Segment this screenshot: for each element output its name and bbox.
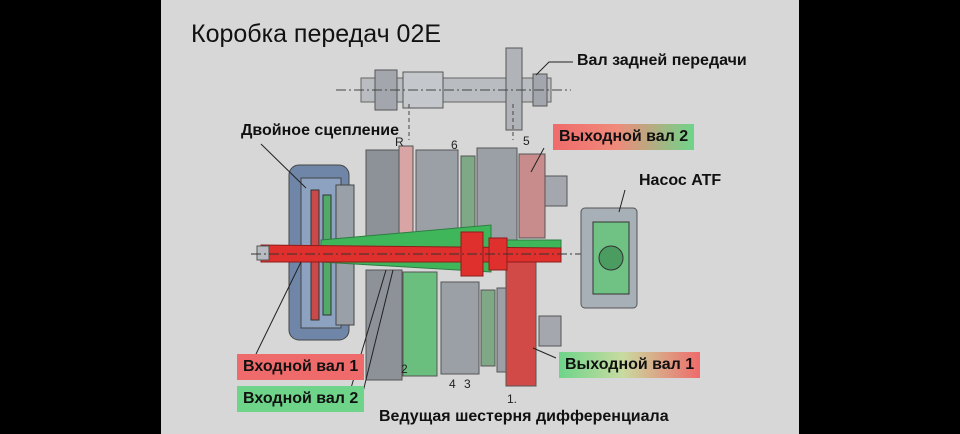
label-output-shaft-1: Выходной вал 1 — [559, 352, 700, 378]
label-input-shaft-1: Входной вал 1 — [237, 354, 364, 380]
label-output-shaft-2: Выходной вал 2 — [553, 124, 694, 150]
label-atf-pump: Насос ATF — [639, 172, 721, 190]
label-reverse-shaft: Вал задней передачи — [577, 52, 747, 70]
gear-label-r: R — [395, 135, 404, 149]
label-dual-clutch: Двойное сцепление — [241, 122, 399, 140]
label-input-shaft-2: Входной вал 2 — [237, 386, 364, 412]
slide: Коробка передач 02E Вал задней передачи … — [161, 0, 799, 434]
atf-pump-drawing — [581, 208, 637, 308]
slide-title: Коробка передач 02E — [191, 20, 441, 49]
gear-label-1: 1. — [507, 392, 517, 406]
gear-label-4: 4 — [449, 377, 456, 391]
gear-label-6: 6 — [451, 138, 458, 152]
gear-label-5: 5 — [523, 134, 530, 148]
gear-label-2: 2 — [401, 362, 408, 376]
label-diff-drive-gear: Ведущая шестерня дифференциала — [379, 408, 669, 426]
gear-label-3: 3 — [464, 377, 471, 391]
